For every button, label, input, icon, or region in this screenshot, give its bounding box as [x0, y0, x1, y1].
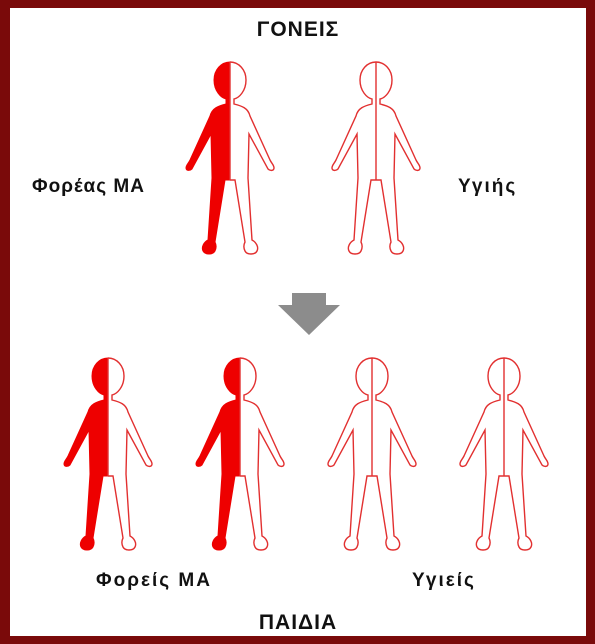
diagram-frame: ΓΟΝΕΙΣ Φορέας ΜΑ Υγιής: [10, 8, 586, 636]
child-healthy-figure-2: [444, 354, 564, 564]
children-title: ΠΑΙΔΙΑ: [10, 611, 586, 635]
down-arrow-icon: [278, 293, 340, 335]
child-carrier-figure-2: [180, 354, 300, 564]
parent-carrier-label: Φορέας ΜΑ: [32, 176, 145, 198]
children-carrier-label: Φορείς ΜΑ: [96, 570, 212, 592]
outline-right-half: [230, 62, 274, 254]
parents-title: ΓΟΝΕΙΣ: [10, 18, 586, 42]
child-healthy-figure-1: [312, 354, 432, 564]
parent-healthy-label: Υγιής: [458, 176, 517, 198]
carrier-left-half: [186, 62, 230, 254]
parent-carrier-figure: [170, 58, 290, 268]
child-carrier-figure-1: [48, 354, 168, 564]
children-healthy-label: Υγιείς: [412, 570, 476, 592]
parent-healthy-figure: [316, 58, 436, 268]
